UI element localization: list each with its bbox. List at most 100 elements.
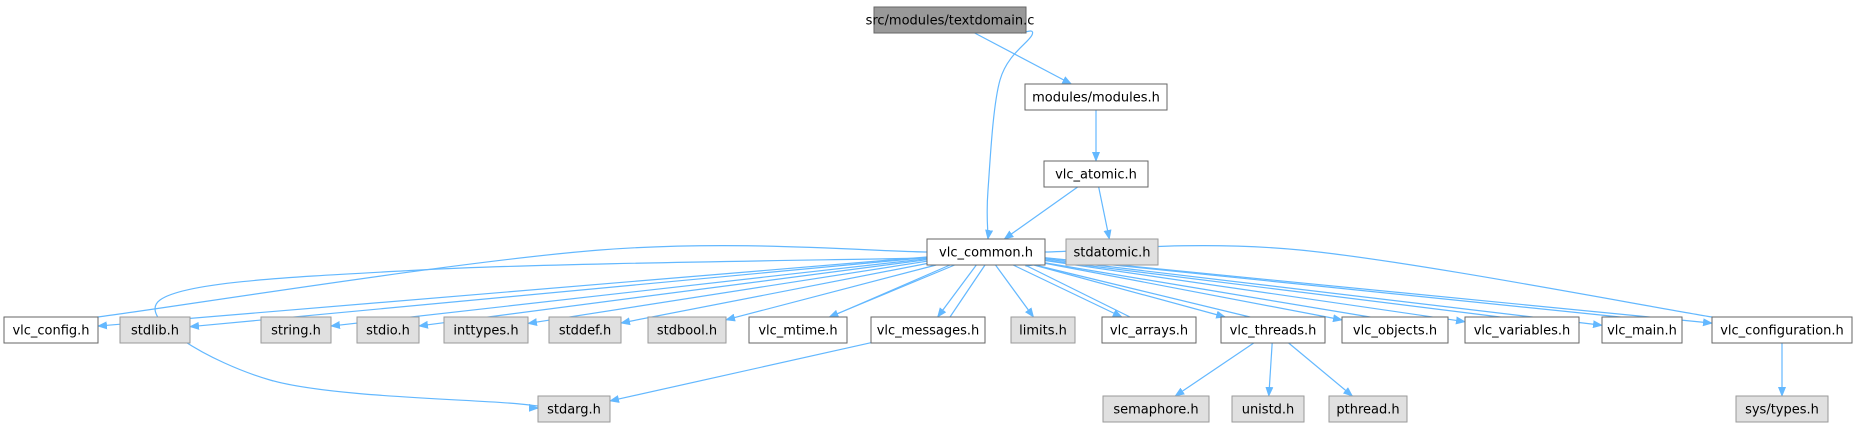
node-config[interactable]: vlc_config.h — [3, 316, 99, 344]
node-box — [548, 316, 622, 344]
node-box — [1024, 83, 1168, 111]
node-label: stdlib.h — [131, 324, 179, 339]
node-box — [1601, 316, 1683, 344]
node-label: vlc_main.h — [1607, 324, 1677, 339]
node-stdatomic[interactable]: stdatomic.h — [1065, 238, 1159, 266]
node-box — [3, 316, 99, 344]
edge-config-to-common — [60, 244, 953, 323]
node-box — [1220, 316, 1326, 344]
node-label: vlc_mtime.h — [758, 324, 837, 339]
node-label: stdatomic.h — [1074, 246, 1151, 261]
node-label: stdbool.h — [657, 324, 717, 339]
edge-common-to-stdio — [418, 259, 928, 329]
node-label: vlc_common.h — [939, 246, 1033, 261]
edge-common-to-stdlib — [189, 256, 928, 330]
node-box — [443, 316, 529, 344]
node-label: vlc_messages.h — [877, 324, 980, 339]
node-box — [870, 316, 986, 344]
edge-common-to-messages — [937, 264, 977, 318]
node-box — [1101, 316, 1197, 344]
edge-common-to-stddef — [620, 262, 928, 326]
node-box — [748, 316, 848, 344]
node-box — [356, 316, 420, 344]
edge-common-to-objects — [1044, 262, 1343, 323]
edge-common-to-string — [330, 258, 928, 330]
node-configuration[interactable]: vlc_configuration.h — [1711, 316, 1853, 344]
node-box — [1328, 395, 1408, 423]
node-box — [1065, 238, 1159, 266]
edge-messages-to-common — [946, 255, 994, 322]
node-box — [1735, 395, 1829, 423]
node-limits[interactable]: limits.h — [1010, 316, 1076, 344]
node-stdbool[interactable]: stdbool.h — [647, 316, 727, 344]
node-common[interactable]: vlc_common.h — [926, 238, 1046, 266]
edge-common-to-stdarg — [154, 256, 966, 412]
node-label: vlc_objects.h — [1353, 324, 1437, 339]
node-label: sys/types.h — [1745, 403, 1819, 418]
edge-common-to-limits — [995, 264, 1035, 318]
node-label: pthread.h — [1336, 403, 1399, 418]
node-unistd[interactable]: unistd.h — [1231, 395, 1305, 423]
node-semaphore[interactable]: semaphore.h — [1102, 395, 1210, 423]
node-systypes[interactable]: sys/types.h — [1735, 395, 1829, 423]
node-box — [260, 316, 332, 344]
edge-common-to-main — [1044, 258, 1603, 329]
node-label: vlc_threads.h — [1230, 324, 1317, 339]
node-threads[interactable]: vlc_threads.h — [1220, 316, 1326, 344]
edge-common-to-variables — [1044, 259, 1466, 325]
node-objects[interactable]: vlc_objects.h — [1341, 316, 1449, 344]
node-label: string.h — [271, 324, 321, 339]
node-string[interactable]: string.h — [260, 316, 332, 344]
node-root[interactable]: src/modules/textdomain.c — [866, 6, 1035, 34]
edge-atomic-to-common — [1003, 186, 1079, 240]
edge-common-to-stdbool — [725, 264, 937, 322]
node-arrays[interactable]: vlc_arrays.h — [1101, 316, 1197, 344]
node-stdio[interactable]: stdio.h — [356, 316, 420, 344]
node-stddef[interactable]: stddef.h — [548, 316, 622, 344]
edge-atomic-to-stdatomic — [1098, 186, 1112, 240]
edges-layer — [60, 30, 1786, 412]
node-box — [1464, 316, 1580, 344]
edge-threads-to-unistd — [1265, 342, 1274, 397]
node-stdarg[interactable]: stdarg.h — [537, 395, 611, 423]
node-label: semaphore.h — [1113, 403, 1198, 418]
node-box — [1711, 316, 1853, 344]
node-label: vlc_atomic.h — [1055, 168, 1137, 183]
node-messages[interactable]: vlc_messages.h — [870, 316, 986, 344]
node-modules[interactable]: modules/modules.h — [1024, 83, 1168, 111]
node-box — [1102, 395, 1210, 423]
edge-threads-to-pthread — [1288, 342, 1354, 397]
node-box — [1043, 160, 1149, 188]
node-atomic[interactable]: vlc_atomic.h — [1043, 160, 1149, 188]
edge-common-to-config — [97, 256, 928, 330]
node-label: stdio.h — [366, 324, 410, 339]
node-label: vlc_arrays.h — [1110, 324, 1188, 339]
edge-common-to-configuration — [1044, 257, 1713, 327]
node-label: inttypes.h — [453, 324, 518, 339]
node-label: unistd.h — [1242, 403, 1295, 418]
edge-messages-to-stdarg — [609, 342, 872, 403]
node-label: stddef.h — [559, 324, 611, 339]
node-mtime[interactable]: vlc_mtime.h — [748, 316, 848, 344]
node-box — [1010, 316, 1076, 344]
node-label: modules/modules.h — [1032, 91, 1160, 106]
node-box — [537, 395, 611, 423]
nodes-layer: src/modules/textdomain.c modules/modules.… — [3, 6, 1853, 423]
node-label: vlc_variables.h — [1474, 324, 1571, 339]
node-main[interactable]: vlc_main.h — [1601, 316, 1683, 344]
node-box — [873, 6, 1027, 34]
node-stdlib[interactable]: stdlib.h — [119, 316, 191, 344]
node-label: stdarg.h — [547, 403, 601, 418]
node-box — [119, 316, 191, 344]
node-variables[interactable]: vlc_variables.h — [1464, 316, 1580, 344]
node-box — [926, 238, 1046, 266]
node-label: vlc_configuration.h — [1720, 324, 1844, 339]
edge-root-to-common — [985, 30, 1034, 243]
edge-variables-to-common — [1009, 255, 1535, 322]
node-inttypes[interactable]: inttypes.h — [443, 316, 529, 344]
edge-common-to-arrays — [1012, 264, 1123, 318]
node-box — [1231, 395, 1305, 423]
node-box — [647, 316, 727, 344]
node-pthread[interactable]: pthread.h — [1328, 395, 1408, 423]
